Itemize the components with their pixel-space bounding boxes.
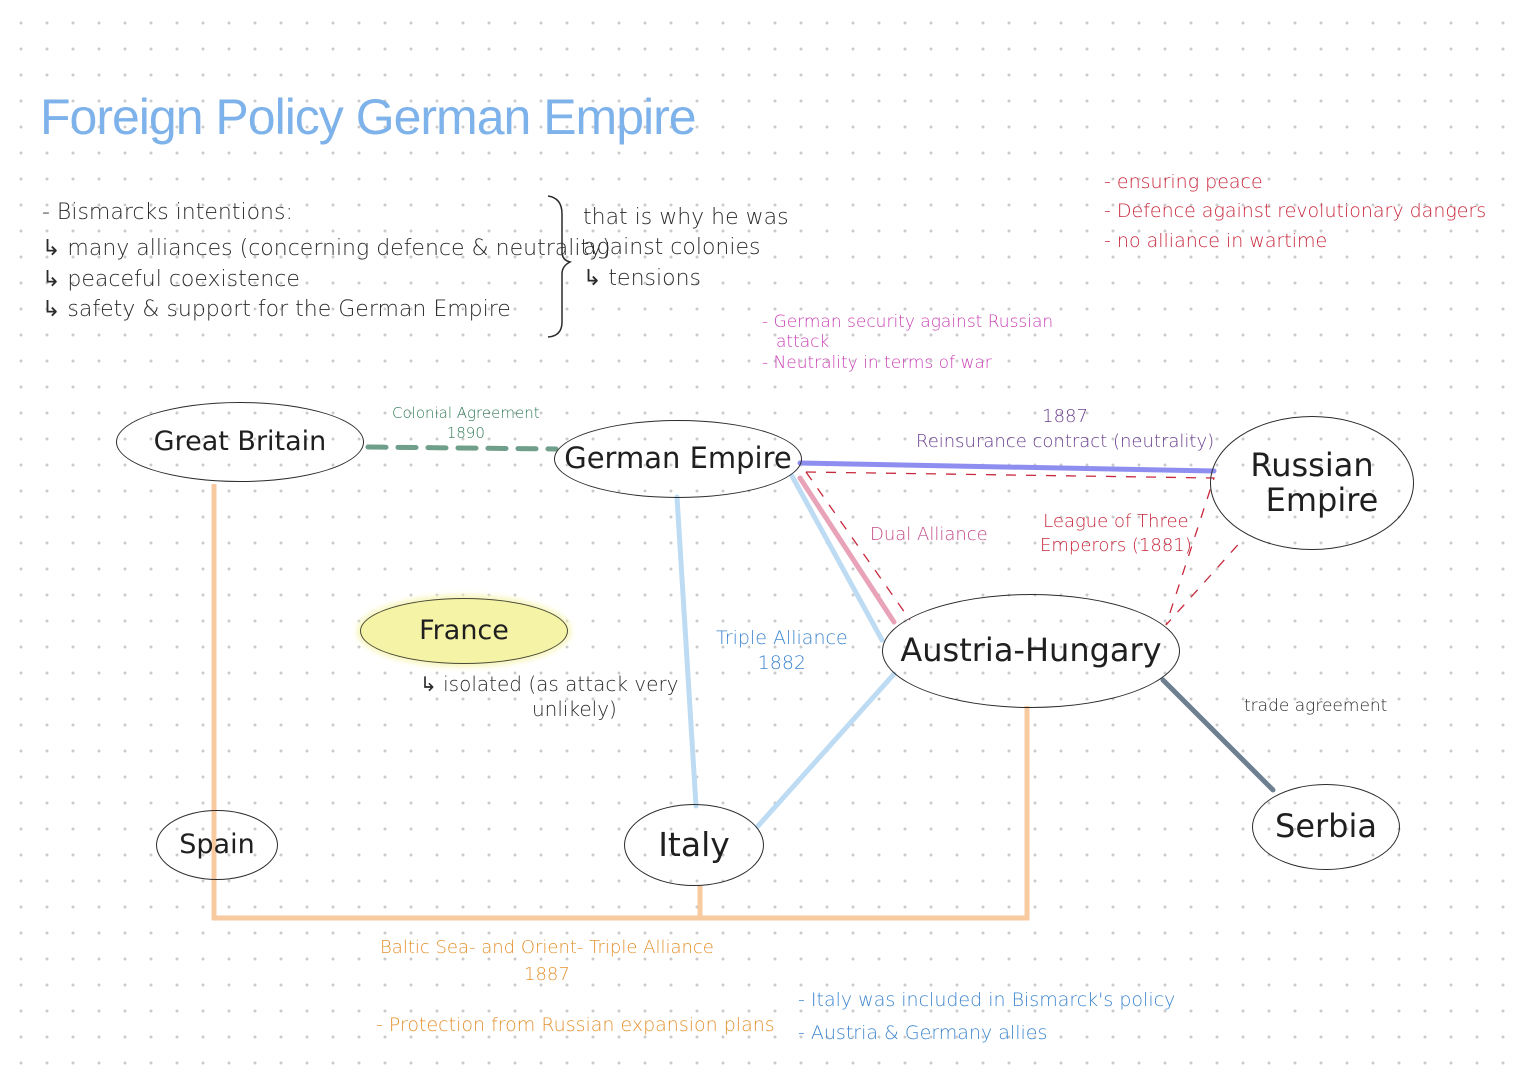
dual-alliance-line bbox=[797, 475, 897, 625]
node-russian-empire: Russian Empire bbox=[1210, 416, 1414, 550]
intention-item: ↳ peaceful coexistence bbox=[42, 266, 300, 292]
intentions-heading: - Bismarcks intentions: bbox=[42, 200, 293, 225]
triple-alliance-line-germany-austria bbox=[789, 473, 885, 643]
peace-note: - Defence against revolutionary dangers bbox=[1104, 200, 1487, 223]
reinsurance-contract-label: 1887 Reinsurance contract (neutrality) bbox=[916, 404, 1214, 454]
league-of-three-emperors-label: League of Three Emperors (1881) bbox=[1040, 510, 1192, 559]
reinsurance-note: attack bbox=[762, 332, 1053, 352]
reinsurance-note: - German security against Russian bbox=[762, 312, 1054, 332]
node-serbia: Serbia bbox=[1252, 784, 1400, 870]
node-label: Serbia bbox=[1275, 807, 1377, 846]
colonies-note: that is why he was against colonies ↳ te… bbox=[583, 203, 789, 294]
trade-agreement-label: trade agreement bbox=[1244, 696, 1388, 716]
node-label: Italy bbox=[658, 824, 730, 864]
node-france: France bbox=[360, 598, 568, 664]
colonies-note-line: against colonies bbox=[583, 235, 761, 261]
trade-agreement-line bbox=[1160, 677, 1276, 793]
italy-notes: - Italy was included in Bismarck's polic… bbox=[798, 984, 1175, 1051]
peace-note: - ensuring peace bbox=[1104, 171, 1263, 193]
colonies-note-line: that is why he was bbox=[583, 205, 789, 230]
node-spain: Spain bbox=[156, 810, 278, 880]
edge-label-year: 1890 bbox=[446, 423, 485, 442]
triple-alliance-line-germany-italy bbox=[674, 494, 699, 809]
intention-item: ↳ many alliances (concerning defence & n… bbox=[42, 236, 611, 262]
reinsurance-note: - Neutrality in terms of war bbox=[762, 352, 992, 373]
orient-alliance-label: Baltic Sea- and Orient- Triple Alliance … bbox=[380, 934, 714, 988]
reinsurance-notes: - German security against Russian attack… bbox=[762, 312, 1053, 373]
page-title: Foreign Policy German Empire bbox=[40, 89, 697, 145]
triple-alliance-line-austria-italy bbox=[755, 671, 897, 829]
dual-alliance-label: Dual Alliance bbox=[870, 524, 988, 545]
triple-alliance-label: Triple Alliance 1882 bbox=[716, 626, 848, 675]
intentions-bracket bbox=[547, 195, 573, 338]
france-note: ↳ isolated (as attack very unlikely) bbox=[420, 672, 679, 722]
peace-note: - no alliance in wartime bbox=[1104, 229, 1328, 252]
edge-label: Triple Alliance bbox=[716, 627, 848, 649]
orient-triple-alliance-line bbox=[211, 484, 1030, 921]
edge-label: Reinsurance contract (neutrality) bbox=[916, 431, 1215, 453]
edge-label-year: 1887 bbox=[524, 964, 570, 985]
reinsurance-contract-line bbox=[797, 460, 1217, 474]
italy-note: - Italy was included in Bismarck's polic… bbox=[798, 989, 1176, 1011]
peace-notes: - ensuring peace - Defence against revol… bbox=[1104, 168, 1486, 256]
node-label: Russian bbox=[1250, 445, 1374, 484]
node-label: Empire bbox=[1265, 481, 1379, 519]
node-label: Austria-Hungary bbox=[900, 631, 1162, 670]
node-german-empire: German Empire bbox=[554, 420, 802, 498]
edge-label: Baltic Sea- and Orient- Triple Alliance bbox=[380, 937, 714, 958]
node-austria-hungary: Austria-Hungary bbox=[882, 594, 1180, 708]
node-label: France bbox=[419, 615, 509, 647]
node-label: German Empire bbox=[564, 441, 792, 476]
edge-label: Emperors (1881) bbox=[1040, 535, 1192, 557]
edge-label: League of Three bbox=[1043, 511, 1189, 532]
italy-note: - Austria & Germany allies bbox=[798, 1022, 1048, 1045]
orient-alliance-note: - Protection from Russian expansion plan… bbox=[376, 1014, 775, 1036]
france-note-line: unlikely) bbox=[532, 697, 617, 721]
node-italy: Italy bbox=[624, 804, 764, 886]
intentions-list: - Bismarcks intentions: ↳ many alliances… bbox=[42, 198, 611, 325]
edge-label-year: 1887 bbox=[1042, 406, 1088, 427]
edge-label: Colonial Agreement bbox=[392, 404, 540, 422]
colonies-note-line: ↳ tensions bbox=[583, 265, 701, 291]
colonial-agreement-label: Colonial Agreement 1890 bbox=[392, 404, 540, 443]
league-of-three-emperors-line bbox=[805, 471, 1245, 626]
reinsurance-note-text: attack bbox=[776, 332, 830, 353]
intention-item: ↳ safety & support for the German Empire bbox=[42, 297, 511, 323]
node-label: Spain bbox=[179, 829, 255, 861]
france-note-line: ↳ isolated (as attack very bbox=[420, 672, 679, 696]
colonial-agreement-line bbox=[365, 444, 559, 452]
node-great-britain: Great Britain bbox=[116, 402, 364, 482]
node-label: Great Britain bbox=[153, 426, 327, 458]
edge-label-year: 1882 bbox=[757, 651, 806, 674]
